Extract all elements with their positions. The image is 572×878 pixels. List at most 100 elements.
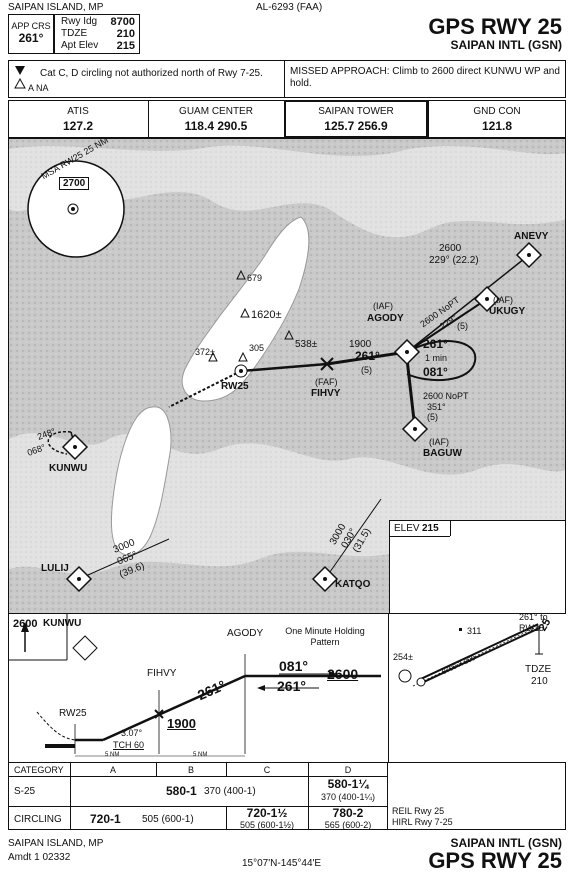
- profile-alt-hold: 2600: [327, 666, 359, 682]
- profile-alt-faf: 1900: [167, 716, 196, 731]
- app-crs-value: 261°: [18, 31, 44, 45]
- leg-baguw-dist: (5): [427, 412, 438, 422]
- fix-baguw: BAGUW: [423, 448, 462, 459]
- na-note: A NA: [28, 83, 49, 93]
- elev-label-tdze: TDZE: [61, 28, 88, 39]
- lighting-box: [388, 762, 566, 830]
- spot-1620: 1620±: [251, 309, 282, 321]
- min-circ-d-sub: 565 (600-2): [324, 820, 372, 830]
- plan-view-graphic: [9, 139, 565, 613]
- fix-kunwu: KUNWU: [49, 463, 88, 474]
- footer-airport: SAIPAN INTL (GSN): [450, 836, 562, 850]
- min-cat-a: A: [109, 765, 116, 775]
- comm-tower-freq: 125.7 256.9: [324, 119, 388, 133]
- sketch-elev: 215: [422, 523, 439, 534]
- profile-view: 2600 KUNWU AGODY One Minute Holding Patt…: [8, 614, 388, 762]
- fix-katqo: KATQO: [335, 579, 371, 590]
- elev-label-rwy: Rwy Idg: [61, 16, 98, 27]
- profile-dist1: 5 NM: [105, 752, 120, 758]
- leg-final-crs: 261°: [355, 349, 380, 363]
- sketch-tdze-label: TDZE: [525, 664, 552, 675]
- missed-approach-note: MISSED APPROACH: Climb to 2600 direct KU…: [290, 66, 560, 89]
- footer-coords: 15°07'N-145°44'E: [242, 858, 322, 869]
- leg-hold-time: 1 min: [425, 353, 448, 363]
- min-s25-d-main: 580-1¼: [327, 777, 369, 791]
- leg-final-dist: (5): [361, 365, 372, 375]
- fix-rw25: RW25: [221, 381, 249, 392]
- comm-gnd-name: GND CON: [473, 106, 521, 117]
- profile-crs-in: 261°: [277, 678, 306, 694]
- plan-view: MSA RW25 25 NM 2700 ANEVY (IAF) UKUGY (I…: [8, 138, 566, 614]
- leg-baguw-nopt: 2600 NoPT: [423, 391, 469, 401]
- footer-location: SAIPAN ISLAND, MP: [8, 838, 104, 849]
- min-s25-abc-main: 580-1: [166, 784, 197, 798]
- leg-anevy-alt: 2600: [439, 243, 462, 254]
- leg-hold-out: 081°: [423, 365, 448, 379]
- app-crs-box: APP CRS 261°: [8, 14, 54, 54]
- min-category-label: CATEGORY: [14, 765, 64, 775]
- fix-agody: AGODY: [367, 313, 404, 324]
- notes-box: [8, 60, 566, 98]
- spot-305: 305: [249, 343, 265, 353]
- sketch-obst-254: 254±: [393, 652, 413, 662]
- min-circ-c-sub: 505 (600-1½): [239, 820, 295, 830]
- profile-fihvy: FIHVY: [147, 668, 177, 679]
- fix-fihvy: FIHVY: [311, 388, 341, 399]
- chart-number: AL-6293 (FAA): [256, 2, 323, 13]
- profile-alt: 2600: [13, 618, 38, 630]
- min-circ-c-main: 720-1½: [246, 806, 288, 820]
- minimums-table: [8, 762, 388, 830]
- profile-gs: 3.07°: [121, 728, 143, 738]
- profile-tch: TCH 60: [113, 740, 145, 750]
- leg-anevy-crs: 229° (22.2): [429, 255, 479, 266]
- footer-title: GPS RWY 25: [428, 848, 562, 873]
- comm-center-freq: 118.4 290.5: [184, 119, 248, 133]
- lighting-hirl: HIRL Rwy 7-25: [392, 817, 453, 827]
- fix-fihvy-faf: (FAF): [315, 377, 338, 387]
- msa-altitude: 2700: [59, 177, 90, 190]
- fix-ukugy-iaf: (IAF): [493, 295, 513, 305]
- min-circ-ab-main: 720-1: [90, 812, 121, 826]
- profile-rw25: RW25: [59, 708, 87, 719]
- runway-diagram: [398, 622, 546, 687]
- leg-ukugy-dist: (5): [457, 321, 468, 331]
- min-circ-label: CIRCLING: [14, 814, 62, 825]
- min-s25-label: S-25: [14, 786, 36, 797]
- profile-dist2: 5 NM: [193, 752, 208, 758]
- fix-baguw-iaf: (IAF): [429, 437, 449, 447]
- comm-gnd-freq: 121.8: [481, 119, 513, 133]
- min-cat-c: C: [263, 765, 271, 775]
- footer-amdt: Amdt 1 02332: [8, 852, 71, 863]
- elev-label-apt: Apt Elev: [61, 40, 99, 51]
- profile-crs-out: 081°: [279, 658, 308, 674]
- app-crs-label: APP CRS: [11, 21, 51, 31]
- min-circ-d-main: 780-2: [332, 806, 364, 820]
- profile-fix-kunwu: KUNWU: [43, 618, 82, 629]
- profile-agody: AGODY: [227, 628, 264, 639]
- elev-value-rwy: 8700: [110, 16, 135, 28]
- sketch-elev-label: ELEV: [394, 523, 420, 534]
- chart-title: GPS RWY 25: [428, 14, 562, 39]
- fix-agody-iaf: (IAF): [373, 301, 393, 311]
- fix-ukugy: UKUGY: [489, 306, 526, 317]
- circling-note: Cat C, D circling not authorized north o…: [40, 68, 263, 79]
- t-symbol-icon: [14, 64, 26, 95]
- comm-atis-name: ATIS: [67, 106, 89, 117]
- airport-sketch: ELEV 215: [389, 520, 565, 613]
- comm-atis-freq: 127.2: [62, 119, 94, 133]
- elev-value-tdze: 210: [116, 28, 135, 40]
- comm-tower-name: SAIPAN TOWER: [318, 106, 394, 117]
- comm-tower-highlight: [284, 100, 428, 138]
- header-location: SAIPAN ISLAND, MP: [8, 2, 104, 13]
- spot-372: 372±: [195, 347, 215, 357]
- spot-679: 679: [247, 273, 263, 283]
- lighting-reil: REIL Rwy 25: [392, 806, 445, 816]
- spot-538: 538±: [295, 339, 318, 350]
- elevation-box: Rwy Idg 8700 TDZE 210 Apt Elev 215: [54, 14, 140, 54]
- min-s25-abc-sub: 370 (400-1): [204, 786, 256, 797]
- profile-graphic: [9, 614, 381, 757]
- airport-name: SAIPAN INTL (GSN): [450, 38, 562, 52]
- min-circ-ab-sub: 505 (600-1): [142, 814, 194, 825]
- sketch-crs: 261° to RW25: [519, 612, 548, 633]
- min-cat-d: D: [344, 765, 352, 775]
